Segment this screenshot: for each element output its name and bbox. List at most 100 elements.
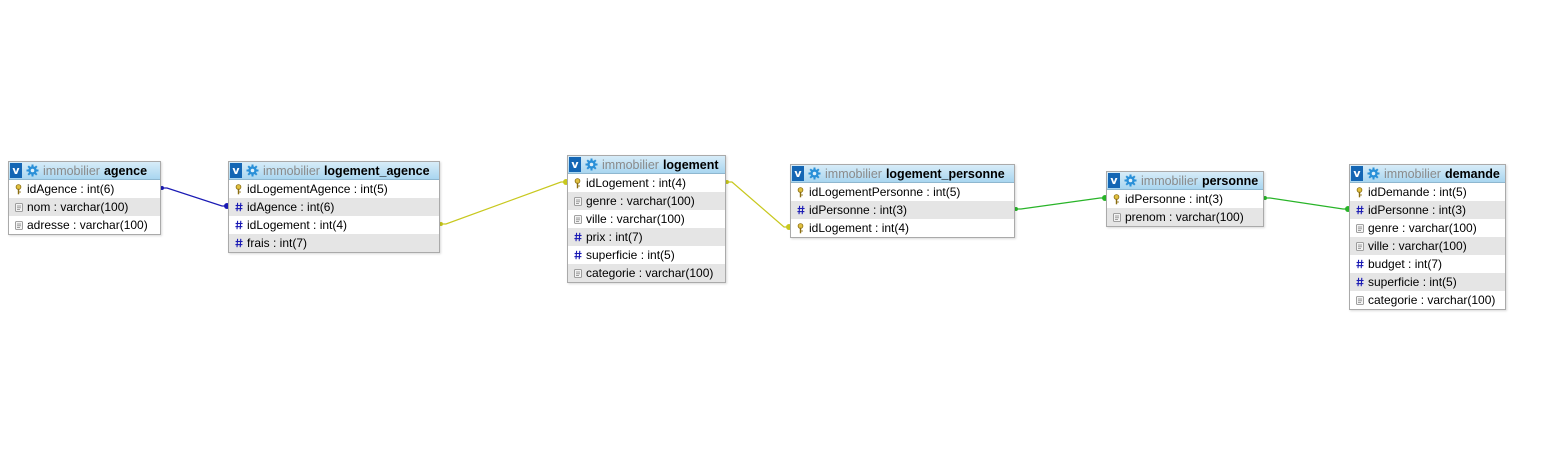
key-icon	[796, 222, 805, 234]
column-row[interactable]: genre : varchar(100)	[568, 192, 725, 210]
column-row[interactable]: adresse : varchar(100)	[9, 216, 160, 234]
table-personne[interactable]: v immobilier personne idPersonne : int(3…	[1106, 171, 1264, 227]
text-icon	[14, 219, 23, 231]
column-label: adresse : varchar(100)	[27, 218, 148, 232]
column-label: idLogementAgence : int(5)	[247, 182, 388, 196]
toggle-icon[interactable]: v	[10, 163, 22, 178]
column-row[interactable]: idLogement : int(4)	[229, 216, 439, 234]
column-row[interactable]: ville : varchar(100)	[568, 210, 725, 228]
column-label: nom : varchar(100)	[27, 200, 129, 214]
column-row[interactable]: idLogement : int(4)	[791, 219, 1014, 237]
column-row[interactable]: idDemande : int(5)	[1350, 183, 1505, 201]
column-label: superficie : int(5)	[1368, 275, 1457, 289]
key-icon	[14, 183, 23, 195]
column-label: prix : int(7)	[586, 230, 643, 244]
table-header[interactable]: v immobilier logement_agence	[229, 162, 439, 180]
column-row[interactable]: categorie : varchar(100)	[568, 264, 725, 282]
column-row[interactable]: superficie : int(5)	[1350, 273, 1505, 291]
hash-icon	[1355, 258, 1364, 270]
column-row[interactable]: prenom : varchar(100)	[1107, 208, 1263, 226]
relation-line[interactable]	[1015, 197, 1106, 210]
relation-line[interactable]	[440, 181, 567, 225]
text-icon	[1355, 294, 1364, 306]
column-label: idPersonne : int(3)	[1368, 203, 1467, 217]
table-header[interactable]: v immobilier logement_personne	[791, 165, 1014, 183]
toggle-icon[interactable]: v	[1351, 166, 1363, 181]
gear-icon[interactable]	[808, 167, 821, 180]
toggle-icon[interactable]: v	[569, 157, 581, 172]
table-header[interactable]: v immobilier personne	[1107, 172, 1263, 190]
column-row[interactable]: idPersonne : int(3)	[1350, 201, 1505, 219]
column-row[interactable]: superficie : int(5)	[568, 246, 725, 264]
text-icon	[1112, 211, 1121, 223]
column-row[interactable]: budget : int(7)	[1350, 255, 1505, 273]
table-name: demande	[1444, 166, 1500, 181]
text-icon	[1355, 240, 1364, 252]
table-header[interactable]: v immobilier demande	[1350, 165, 1505, 183]
column-label: idPersonne : int(3)	[1125, 192, 1224, 206]
column-label: genre : varchar(100)	[1368, 221, 1477, 235]
hash-icon	[796, 204, 805, 216]
column-label: superficie : int(5)	[586, 248, 675, 262]
schema-name: immobilier	[43, 163, 100, 178]
column-row[interactable]: prix : int(7)	[568, 228, 725, 246]
schema-name: immobilier	[1141, 173, 1198, 188]
schema-name: immobilier	[602, 157, 659, 172]
column-label: idLogement : int(4)	[586, 176, 687, 190]
table-header[interactable]: v immobilier agence	[9, 162, 160, 180]
relation-line[interactable]	[1264, 197, 1349, 210]
column-row[interactable]: idLogementPersonne : int(5)	[791, 183, 1014, 201]
key-icon	[796, 186, 805, 198]
gear-icon[interactable]	[246, 164, 259, 177]
table-logement-agence[interactable]: v immobilier logement_agence idLogementA…	[228, 161, 440, 253]
text-icon	[573, 267, 582, 279]
table-logement-personne[interactable]: v immobilier logement_personne idLogemen…	[790, 164, 1015, 238]
table-name: personne	[1201, 173, 1259, 188]
column-label: prenom : varchar(100)	[1125, 210, 1244, 224]
toggle-icon[interactable]: v	[792, 166, 804, 181]
column-label: idDemande : int(5)	[1368, 185, 1467, 199]
hash-icon	[234, 201, 243, 213]
gear-icon[interactable]	[26, 164, 39, 177]
key-icon	[1355, 186, 1364, 198]
column-row[interactable]: frais : int(7)	[229, 234, 439, 252]
hash-icon	[234, 237, 243, 249]
table-name: agence	[103, 163, 148, 178]
gear-icon[interactable]	[1367, 167, 1380, 180]
column-row[interactable]: idPersonne : int(3)	[1107, 190, 1263, 208]
relation-line[interactable]	[161, 187, 228, 207]
column-row[interactable]: nom : varchar(100)	[9, 198, 160, 216]
table-logement[interactable]: v immobilier logement idLogement : int(4…	[567, 155, 726, 283]
column-label: frais : int(7)	[247, 236, 308, 250]
table-header[interactable]: v immobilier logement	[568, 156, 725, 174]
column-row[interactable]: idAgence : int(6)	[9, 180, 160, 198]
toggle-icon[interactable]: v	[230, 163, 242, 178]
toggle-icon[interactable]: v	[1108, 173, 1120, 188]
column-row[interactable]: idLogement : int(4)	[568, 174, 725, 192]
column-label: categorie : varchar(100)	[586, 266, 714, 280]
hash-icon	[1355, 204, 1364, 216]
table-agence[interactable]: v immobilier agence idAgence : int(6) no…	[8, 161, 161, 235]
relation-line[interactable]	[726, 181, 790, 228]
schema-name: immobilier	[263, 163, 320, 178]
hash-icon	[573, 249, 582, 261]
text-icon	[573, 195, 582, 207]
column-row[interactable]: genre : varchar(100)	[1350, 219, 1505, 237]
hash-icon	[1355, 276, 1364, 288]
table-name: logement_agence	[323, 163, 430, 178]
column-label: idPersonne : int(3)	[809, 203, 908, 217]
column-label: idLogement : int(4)	[247, 218, 348, 232]
column-row[interactable]: idAgence : int(6)	[229, 198, 439, 216]
column-row[interactable]: idLogementAgence : int(5)	[229, 180, 439, 198]
column-label: idLogementPersonne : int(5)	[809, 185, 961, 199]
column-row[interactable]: ville : varchar(100)	[1350, 237, 1505, 255]
table-name: logement	[662, 157, 719, 172]
hash-icon	[234, 219, 243, 231]
column-row[interactable]: categorie : varchar(100)	[1350, 291, 1505, 309]
table-demande[interactable]: v immobilier demande idDemande : int(5) …	[1349, 164, 1506, 310]
text-icon	[14, 201, 23, 213]
column-row[interactable]: idPersonne : int(3)	[791, 201, 1014, 219]
key-icon	[573, 177, 582, 189]
gear-icon[interactable]	[585, 158, 598, 171]
gear-icon[interactable]	[1124, 174, 1137, 187]
